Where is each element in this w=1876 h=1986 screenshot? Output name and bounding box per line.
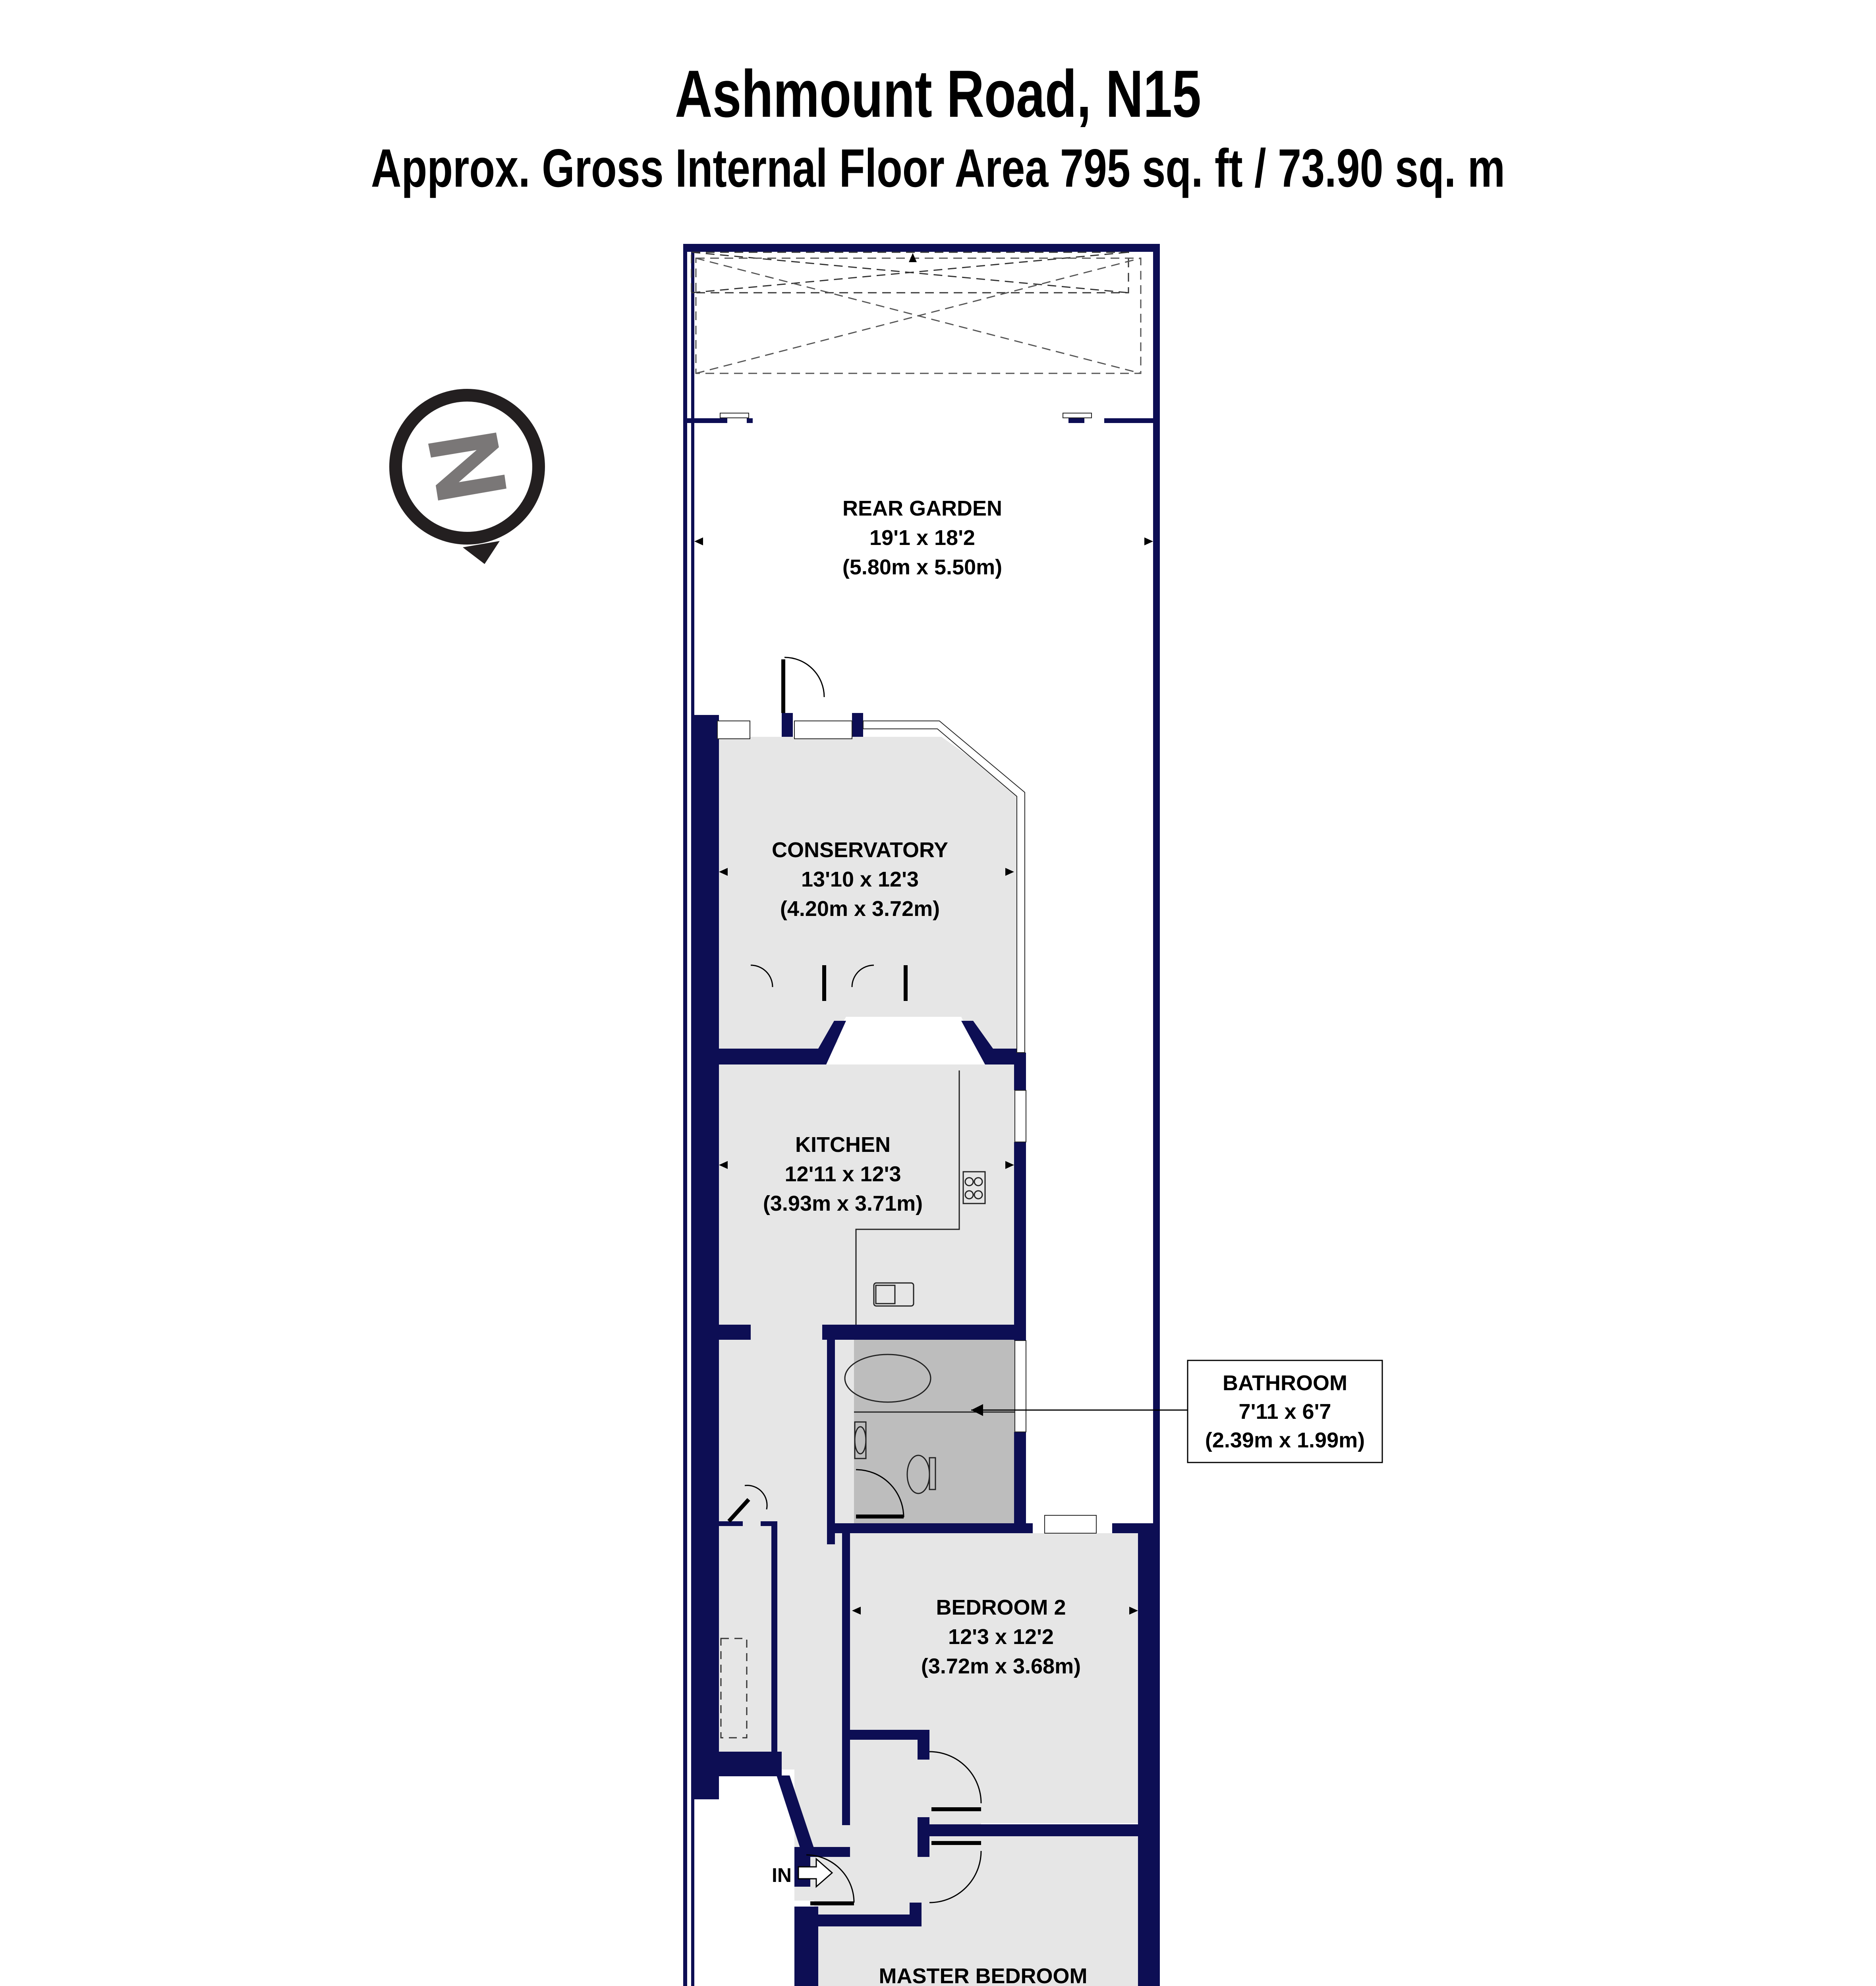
room-label-master-bedroom: MASTER BEDROOM 14'4 x 13'8 (4.35m x 4.15… xyxy=(879,1964,1088,1986)
room-label-bathroom: BATHROOM 7'11 x 6'7 (2.39m x 1.99m) xyxy=(1205,1371,1365,1452)
svg-text:13'10 x 12'3: 13'10 x 12'3 xyxy=(801,867,919,891)
basin-icon xyxy=(854,1421,867,1459)
svg-text:REAR GARDEN: REAR GARDEN xyxy=(842,496,1002,520)
room-label-rear-garden: REAR GARDEN 19'1 x 18'2 (5.80m x 5.50m) xyxy=(842,496,1002,579)
toilet-icon xyxy=(906,1455,936,1494)
boundary-walls xyxy=(683,244,1160,1986)
svg-text:12'3 x 12'2: 12'3 x 12'2 xyxy=(948,1625,1054,1649)
svg-text:MASTER BEDROOM: MASTER BEDROOM xyxy=(879,1964,1088,1986)
bath-icon xyxy=(844,1354,1015,1413)
room-label-kitchen: KITCHEN 12'11 x 12'3 (3.93m x 3.71m) xyxy=(763,1133,923,1215)
svg-text:(4.20m x 3.72m): (4.20m x 3.72m) xyxy=(780,897,940,921)
doors xyxy=(744,657,982,1903)
sink-icon xyxy=(873,1282,914,1307)
bathroom-label-box xyxy=(1187,1360,1383,1463)
svg-text:(5.80m x 5.50m): (5.80m x 5.50m) xyxy=(842,555,1002,579)
hob-icon xyxy=(962,1171,986,1204)
rear-store-outline xyxy=(691,251,1129,294)
svg-text:CONSERVATORY: CONSERVATORY xyxy=(772,838,948,862)
svg-text:BATHROOM: BATHROOM xyxy=(1223,1371,1347,1395)
building-walls xyxy=(694,713,1154,1986)
store-outline xyxy=(720,1638,748,1739)
rear-store-dashed xyxy=(695,257,1142,374)
entrance-label: IN xyxy=(772,1864,792,1886)
svg-text:KITCHEN: KITCHEN xyxy=(795,1133,891,1157)
page-title: Ashmount Road, N15 xyxy=(674,56,1202,131)
room-label-bedroom-2: BEDROOM 2 12'3 x 12'2 (3.72m x 3.68m) xyxy=(921,1596,1081,1678)
kitchen-counter xyxy=(855,1070,960,1325)
svg-text:(3.72m x 3.68m): (3.72m x 3.68m) xyxy=(921,1654,1081,1678)
svg-text:19'1 x 18'2: 19'1 x 18'2 xyxy=(869,526,975,550)
svg-text:7'11 x 6'7: 7'11 x 6'7 xyxy=(1239,1400,1331,1424)
svg-text:(3.93m x 3.71m): (3.93m x 3.71m) xyxy=(763,1192,923,1215)
north-compass-icon xyxy=(389,389,545,564)
door-leaves xyxy=(727,659,981,1905)
room-label-conservatory: CONSERVATORY 13'10 x 12'3 (4.20m x 3.72m… xyxy=(772,838,948,921)
windows xyxy=(717,413,1097,1534)
svg-text:(2.39m x 1.99m): (2.39m x 1.99m) xyxy=(1205,1428,1365,1452)
svg-text:BEDROOM 2: BEDROOM 2 xyxy=(936,1596,1066,1619)
floor-area-subtitle: Approx. Gross Internal Floor Area 795 sq… xyxy=(371,138,1505,198)
svg-text:12'11 x 12'3: 12'11 x 12'3 xyxy=(785,1162,901,1186)
dimension-arrows xyxy=(694,253,1153,1615)
entrance-arrow-icon xyxy=(798,1857,833,1888)
room-fills xyxy=(715,737,1144,1986)
